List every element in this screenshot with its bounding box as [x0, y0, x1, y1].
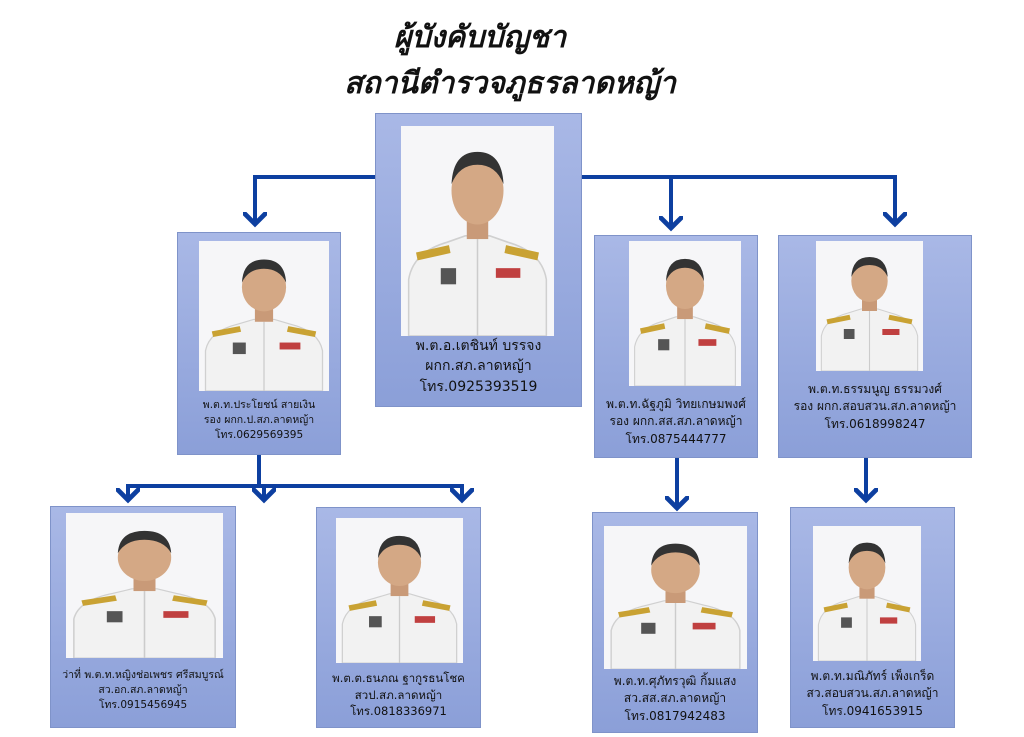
member-name: พ.ต.ท.มณิภัทร์ เพ็งเกร็ด	[810, 669, 935, 683]
member-phone: โทร.0817942483	[624, 708, 726, 723]
member-position: ผกก.สภ.ลาดหญ้า	[425, 358, 532, 375]
member-name: ว่าที่ พ.ต.ท.หญิงช่อเพชร ศรีสมบูรณ์	[62, 669, 224, 681]
member-phone: โทร.0818336971	[350, 704, 447, 719]
card-deputy-admin: พ.ต.ท.ประโยชน์ สายเงิน รอง ผกก.ป.สภ.ลาดห…	[177, 232, 341, 455]
chart-subtitle: สถานีตำรวจภูธรลาดหญ้า	[344, 66, 676, 101]
member-phone: โทร.0618998247	[824, 416, 926, 431]
photo-inspector-investigation	[813, 526, 921, 661]
member-phone: โทร.0629569395	[214, 429, 304, 442]
card-inspector-admin: ว่าที่ พ.ต.ท.หญิงช่อเพชร ศรีสมบูรณ์ สว.อ…	[50, 506, 236, 728]
member-position: สว.อก.สภ.ลาดหญ้า	[98, 684, 188, 697]
member-name: พ.ต.อ.เตชินท์ บรรจง	[415, 338, 542, 354]
photo-deputy-intel	[629, 241, 741, 386]
card-inspector-investigation: พ.ต.ท.มณิภัทร์ เพ็งเกร็ด สว.สอบสวน.สภ.ลา…	[790, 507, 955, 728]
photo-deputy-investigation	[816, 241, 923, 371]
photo-deputy-admin	[199, 241, 329, 391]
chart-title: ผู้บังคับบัญชา	[393, 20, 567, 55]
member-position: รอง ผกก.สอบสวน.สภ.ลาดหญ้า	[793, 399, 957, 414]
member-position: รอง ผกก.สส.สภ.ลาดหญ้า	[609, 414, 743, 429]
member-phone: โทร.0915456945	[98, 699, 188, 712]
member-name: พ.ต.ท.ธรรมนูญ ธรรมวงศ์	[808, 382, 942, 396]
card-deputy-intel: พ.ต.ท.ฉัฐภูมิ วิทยเกษมพงศ์ รอง ผกก.สส.สภ…	[594, 235, 758, 458]
card-inspector-intel: พ.ต.ท.ศุภัทรวุฒิ กิ้มแสง สว.สส.สภ.ลาดหญ้…	[592, 512, 758, 733]
card-deputy-investigation: พ.ต.ท.ธรรมนูญ ธรรมวงศ์ รอง ผกก.สอบสวน.สภ…	[778, 235, 972, 458]
member-name: พ.ต.ต.ธนภณ ฐากูรธนโชค	[332, 671, 465, 685]
photo-chief	[401, 126, 554, 336]
member-position: รอง ผกก.ป.สภ.ลาดหญ้า	[203, 414, 315, 427]
member-name: พ.ต.ท.ศุภัทรวุฒิ กิ้มแสง	[613, 674, 737, 688]
member-phone: โทร.0875444777	[625, 431, 727, 446]
member-position: สว.สอบสวน.สภ.ลาดหญ้า	[806, 686, 939, 701]
member-name: พ.ต.ท.ฉัฐภูมิ วิทยเกษมพงศ์	[606, 397, 746, 411]
photo-inspector-patrol	[336, 518, 463, 663]
card-inspector-patrol: พ.ต.ต.ธนภณ ฐากูรธนโชค สวป.สภ.ลาดหญ้า โทร…	[316, 507, 481, 728]
member-phone: โทร.0941653915	[822, 703, 923, 718]
photo-inspector-admin	[66, 513, 223, 658]
photo-inspector-intel	[604, 526, 747, 669]
member-phone: โทร.0925393519	[419, 378, 538, 395]
member-position: สวป.สภ.ลาดหญ้า	[354, 687, 443, 702]
card-chief: พ.ต.อ.เตชินท์ บรรจง ผกก.สภ.ลาดหญ้า โทร.0…	[375, 113, 582, 407]
member-name: พ.ต.ท.ประโยชน์ สายเงิน	[202, 399, 316, 411]
member-position: สว.สส.สภ.ลาดหญ้า	[623, 691, 727, 706]
